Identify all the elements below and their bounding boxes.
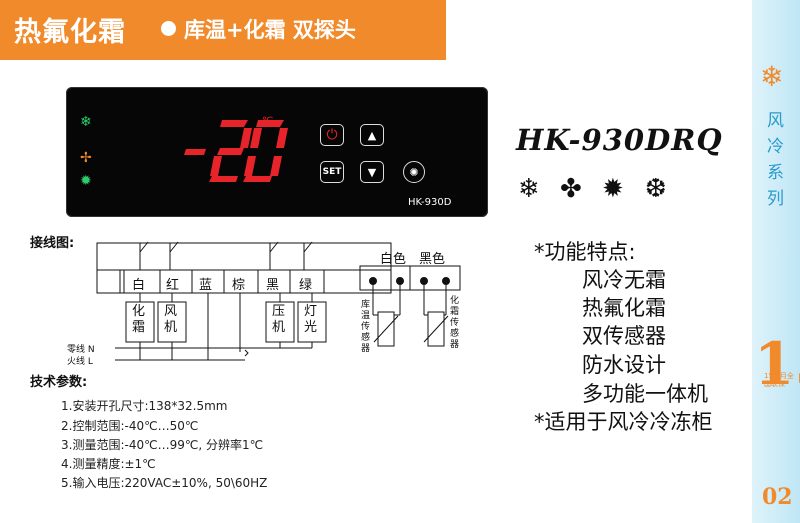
temperature-display — [184, 120, 288, 182]
wiring-diagram — [96, 241, 461, 361]
panel-model-label: HK-930D — [408, 197, 452, 208]
terminal-white: 白 — [132, 278, 146, 293]
bullet-dot — [161, 21, 176, 36]
light-button[interactable]: ✺ — [403, 161, 425, 183]
power-icon: ⏻ — [326, 127, 338, 143]
series-label: 风冷系列 — [767, 111, 784, 209]
spec-item: 5.输入电压:220VAC±10%, 50\60HZ — [61, 476, 268, 490]
probe-room: 库温传感器 — [361, 300, 371, 354]
set-button[interactable]: SET — [320, 161, 344, 183]
spec-item: 3.测量范围:-40℃…99℃, 分辨率1℃ — [61, 438, 264, 452]
specs-title: 技术参数: — [30, 375, 88, 390]
features-footer: *适用于风冷冷冻柜 — [534, 410, 713, 434]
light-icon: ✺ — [409, 165, 419, 179]
probe-defrost: 化霜传感器 — [450, 296, 460, 350]
side-strip — [752, 0, 800, 523]
spec-item: 4.测量精度:±1℃ — [61, 457, 156, 471]
header-banner: 热氟化霜 库温+化霜 双探头 — [0, 0, 446, 60]
power-button[interactable]: ⏻ — [320, 124, 344, 146]
live-line-label: 火线 L — [67, 357, 93, 367]
fan-icon: ✢ — [80, 150, 92, 166]
spec-item: 1.安装开孔尺寸:138*32.5mm — [61, 399, 228, 413]
warranty-number: 15 — [754, 330, 800, 398]
terminal-green: 绿 — [299, 278, 313, 293]
unit-label: ℃ — [262, 116, 274, 127]
snowflake-icon: ❄ — [518, 174, 540, 204]
down-button[interactable]: ▼ — [360, 161, 384, 183]
feature-item: 热氟化霜 — [582, 296, 666, 320]
light-icon: ✹ — [602, 174, 624, 204]
triangle-down-icon: ▼ — [367, 165, 377, 179]
feature-item: 风冷无霜 — [582, 268, 666, 292]
snowflake-icon: ❄ — [760, 60, 784, 93]
controller-panel — [66, 87, 488, 217]
load-defrost: 化霜 — [132, 304, 146, 335]
neutral-line-label: 零线 N — [67, 345, 95, 355]
triangle-up-icon: ▲ — [367, 128, 377, 142]
display-digits — [184, 120, 288, 182]
load-compressor: 压机 — [272, 304, 286, 335]
warranty-badge: 15个月全国联保 — [764, 372, 794, 388]
load-fan: 风机 — [164, 304, 178, 335]
terminal-black: 黑 — [266, 278, 280, 293]
fan-icon: ✤ — [560, 174, 582, 204]
product-model: HK-930DRQ — [516, 123, 723, 157]
spec-item: 2.控制范围:-40℃…50℃ — [61, 419, 199, 433]
bulb-icon: ✹ — [80, 173, 92, 189]
features-title: *功能特点: — [534, 240, 636, 264]
feature-item: 防水设计 — [582, 353, 666, 377]
feature-item: 多功能一体机 — [582, 382, 708, 406]
terminal-brown: 棕 — [232, 278, 246, 293]
defrost-icon: ❆ — [645, 174, 667, 204]
page-number: 02 — [762, 484, 793, 510]
terminal-blue: 蓝 — [199, 278, 213, 293]
header-subtitle: 库温+化霜 双探头 — [184, 18, 356, 42]
probe-color-white: 白色 — [380, 252, 407, 267]
header-title: 热氟化霜 — [14, 17, 126, 48]
wiring-title: 接线图: — [30, 236, 75, 251]
up-button[interactable]: ▲ — [360, 124, 384, 146]
feature-item: 双传感器 — [582, 324, 666, 348]
probe-color-black: 黑色 — [419, 252, 446, 267]
load-light: 灯光 — [304, 304, 318, 335]
terminal-red: 红 — [166, 278, 180, 293]
snowflake-icon: ❄ — [80, 114, 92, 130]
